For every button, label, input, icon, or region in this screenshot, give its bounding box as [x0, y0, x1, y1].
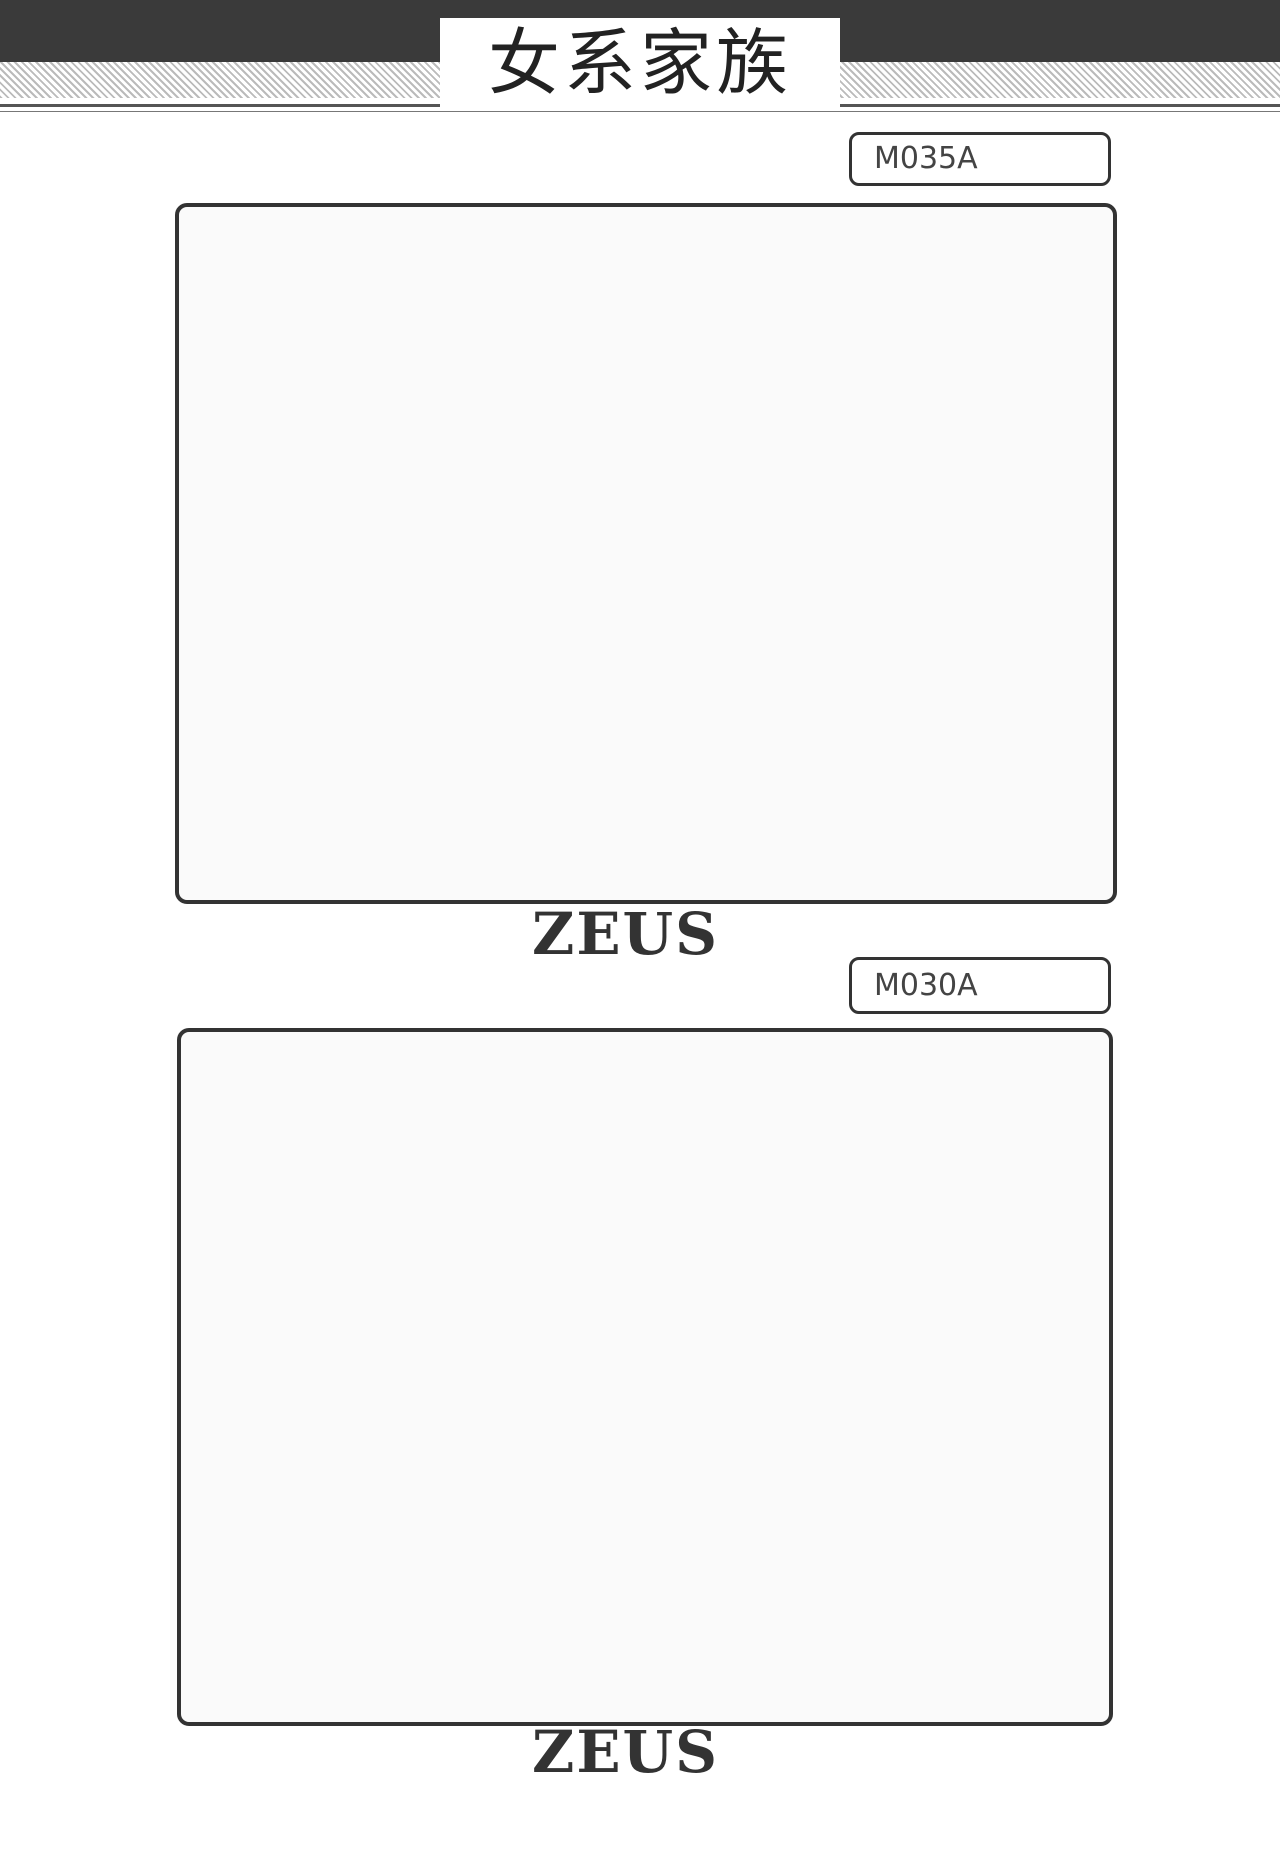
scene-code-label: M035A	[849, 132, 1111, 186]
illustration-panel	[175, 203, 1117, 904]
brand-logo: ZEUS	[532, 1718, 720, 1786]
illustration-panel	[177, 1028, 1113, 1726]
page-title: 女系家族	[440, 18, 840, 108]
page-header: 女系家族	[0, 0, 1280, 118]
brand-logo: ZEUS	[532, 900, 720, 968]
header-rule	[0, 111, 1280, 112]
scene-code-label: M030A	[849, 957, 1111, 1014]
